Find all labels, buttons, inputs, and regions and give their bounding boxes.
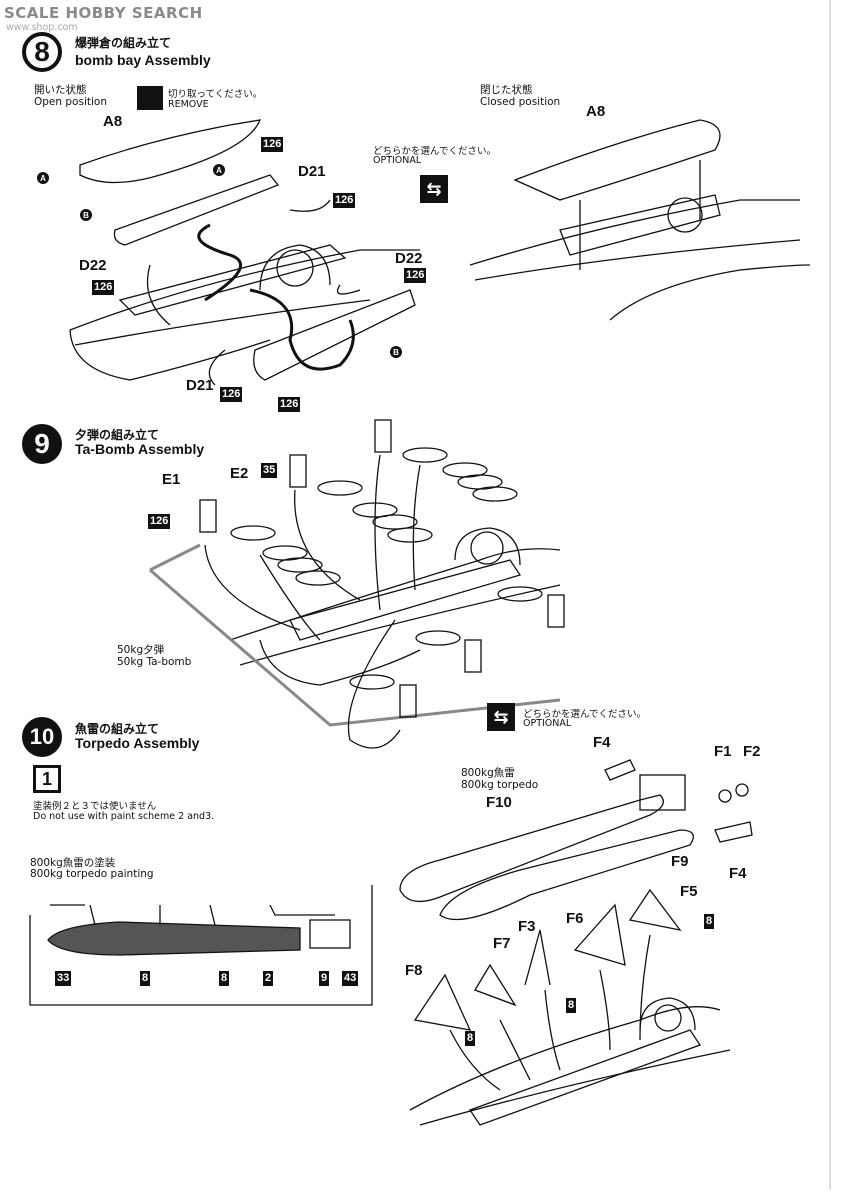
part-d22-right: D22: [395, 250, 423, 267]
part-f10: F10: [486, 794, 512, 811]
part-f6: F6: [566, 910, 584, 927]
closed-position-jp: 閉じた状態: [480, 84, 533, 96]
optional-en-8: OPTIONAL: [373, 155, 422, 166]
ta-bomb-en: 50kg Ta-bomb: [117, 656, 192, 668]
closed-position-en: Closed position: [480, 96, 561, 108]
scheme-note-en: Do not use with paint scheme 2 and3.: [33, 811, 215, 822]
step-8-title-en: bomb bay Assembly: [75, 52, 211, 68]
optional-arrows-icon: ⇆: [420, 175, 448, 203]
optional-jp-8: どちらかを選んでください。: [373, 146, 497, 157]
part-f7: F7: [493, 935, 511, 952]
part-d21-bottom: D21: [186, 377, 214, 394]
paint-code-33: 33: [55, 971, 72, 986]
code-126-g: 126: [148, 514, 171, 529]
part-f9: F9: [671, 853, 689, 870]
code-126-c: 126: [92, 280, 115, 295]
paint-code-8a: 8: [140, 971, 151, 986]
part-f8: F8: [405, 962, 423, 979]
code-126-d: 126: [404, 268, 427, 283]
part-f5: F5: [680, 883, 698, 900]
painting-jp: 800kg魚雷の塗装: [30, 857, 116, 869]
painting-en: 800kg torpedo painting: [30, 868, 154, 880]
part-a8-left: A8: [103, 113, 123, 130]
paint-code-8-f5: 8: [704, 914, 715, 929]
paint-code-8-f6: 8: [566, 998, 577, 1013]
step-9-number: 9: [22, 424, 62, 464]
step-10-number: 10: [22, 717, 62, 757]
scheme-note-jp: 塗装例２と３では使いません: [33, 801, 157, 812]
step-8-number: 8: [22, 32, 62, 72]
remove-en: REMOVE: [168, 99, 209, 110]
paint-code-8b: 8: [219, 971, 230, 986]
part-f3: F3: [518, 918, 536, 935]
part-f1: F1: [714, 743, 732, 760]
step-9-title-jp: 夕弾の組み立て: [75, 428, 160, 442]
remove-icon: [137, 86, 163, 110]
paint-code-9: 9: [319, 971, 330, 986]
part-a8-right: A8: [586, 103, 606, 120]
code-126-a: 126: [261, 137, 284, 152]
open-position-jp: 開いた状態: [34, 84, 87, 96]
step-10-title-en: Torpedo Assembly: [75, 735, 200, 751]
paint-code-8-f8: 8: [465, 1031, 476, 1046]
paint-code-2: 2: [263, 971, 274, 986]
paint-scheme-icon: 1: [33, 765, 61, 793]
step-10-title-jp: 魚雷の組み立て: [75, 722, 160, 736]
part-d22-left: D22: [79, 257, 107, 274]
torpedo-en: 800kg torpedo: [461, 779, 539, 791]
part-f4-bottom: F4: [729, 865, 747, 882]
marker-b-right: B: [390, 346, 402, 358]
part-f2: F2: [743, 743, 761, 760]
step-8-title-jp: 爆弾倉の組み立て: [75, 36, 172, 50]
part-f4-top: F4: [593, 734, 611, 751]
remove-jp: 切り取ってください。: [168, 89, 263, 100]
part-e1: E1: [162, 471, 181, 488]
watermark-sub: www.shop.com: [6, 22, 78, 33]
code-35: 35: [261, 463, 278, 478]
code-126-f: 126: [278, 397, 301, 412]
ta-bomb-jp: 50kg夕弾: [117, 644, 165, 656]
open-position-en: Open position: [34, 96, 107, 108]
marker-a-mid: A: [213, 164, 225, 176]
part-e2: E2: [230, 465, 249, 482]
watermark: SCALE HOBBY SEARCH: [4, 4, 203, 22]
code-126-b: 126: [333, 193, 356, 208]
optional-jp-10: どちらかを選んでください。: [523, 709, 647, 720]
optional-arrows-icon-10: ⇆: [487, 703, 515, 731]
code-126-e: 126: [220, 387, 243, 402]
paint-code-43: 43: [342, 971, 359, 986]
part-d21-top: D21: [298, 163, 326, 180]
marker-a-left: A: [37, 172, 49, 184]
step-9-title-en: Ta-Bomb Assembly: [75, 441, 205, 457]
marker-b-left: B: [80, 209, 92, 221]
optional-en-10: OPTIONAL: [523, 718, 572, 729]
torpedo-jp: 800kg魚雷: [461, 767, 515, 779]
